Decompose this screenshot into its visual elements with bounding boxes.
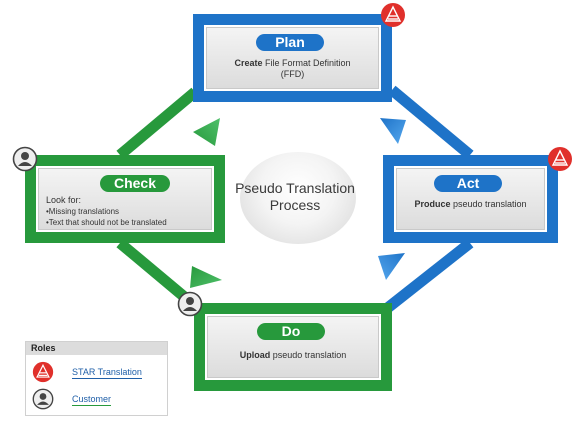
plan-text: Create File Format Definition (FFD) [204, 58, 381, 80]
star-logo-icon [548, 147, 572, 171]
check-text: Look for: •Missing translations •Text th… [46, 195, 167, 228]
check-item: •Text that should not be translated [46, 218, 167, 227]
plan-text-bold: Create [234, 58, 263, 68]
act-label: Act [434, 175, 502, 192]
person-icon [177, 291, 203, 317]
legend-title: Roles [26, 342, 167, 355]
center-circle [240, 152, 356, 244]
arrow-plan-act [380, 118, 406, 144]
check-box: Check Look for: •Missing translations •T… [25, 155, 225, 243]
person-icon [32, 388, 54, 410]
roles-legend: Roles STAR Translation Customer [25, 341, 168, 416]
act-text-rest: pseudo translation [450, 199, 527, 209]
arrow-check-plan [193, 118, 220, 146]
connector-plan-act [388, 85, 474, 160]
connector-check-plan [116, 87, 199, 160]
legend-item-star: STAR Translation [30, 361, 166, 385]
do-label: Do [257, 323, 325, 340]
plan-label: Plan [256, 34, 324, 51]
act-text: Produce pseudo translation [394, 199, 547, 210]
act-text-bold: Produce [414, 199, 451, 209]
check-lookfor: Look for: [46, 195, 82, 205]
legend-item-customer: Customer [30, 388, 166, 412]
plan-text-rest: File Format Definition [262, 58, 351, 68]
center-line1: Pseudo Translation [235, 180, 355, 196]
do-text-bold: Upload [239, 350, 271, 360]
center-title: Pseudo Translation Process [205, 180, 385, 214]
do-text: Upload pseudo translation [205, 350, 381, 361]
connector-act-do [381, 238, 474, 315]
check-item: •Missing translations [46, 207, 120, 216]
act-box: Act Produce pseudo translation [383, 155, 558, 243]
do-box: Do Upload pseudo translation [194, 303, 392, 391]
person-icon [12, 146, 38, 172]
star-logo-icon [32, 361, 54, 383]
legend-label-star: STAR Translation [72, 367, 142, 379]
star-logo-icon [381, 3, 405, 27]
plan-box: Plan Create File Format Definition (FFD) [193, 14, 392, 102]
arrow-act-do [378, 253, 405, 280]
center-line2: Process [269, 197, 321, 213]
legend-label-customer: Customer [72, 394, 112, 406]
check-label: Check [100, 175, 170, 192]
arrow-do-check [190, 266, 222, 288]
plan-text-line2: (FFD) [280, 69, 305, 79]
do-text-rest: pseudo translation [270, 350, 347, 360]
